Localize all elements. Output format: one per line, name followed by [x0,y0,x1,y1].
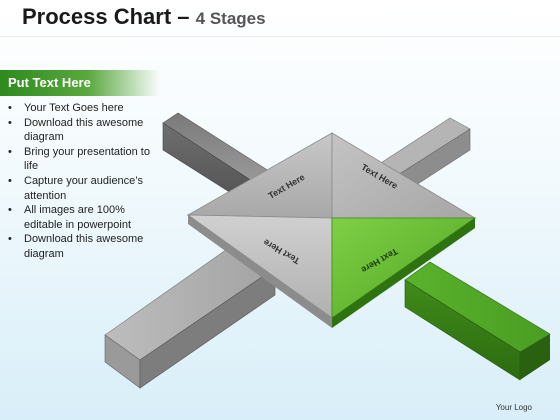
title-main: Process Chart [22,4,172,29]
arm-front-left [104,239,276,389]
title-sub: 4 Stages [195,9,266,28]
bullet-item: All images are 100% editable in powerpoi… [6,203,166,232]
bullet-list: Your Text Goes here Download this awesom… [6,101,166,262]
page-title: Process Chart – 4 Stages [22,4,266,30]
logo-text: Your Logo [495,403,532,412]
sidebar-header: Put Text Here [0,70,160,96]
bullet-item: Bring your presentation to life [6,145,166,174]
bullet-item: Your Text Goes here [6,101,166,116]
header-divider [0,36,560,37]
title-dash: – [171,4,196,29]
bullet-item: Download this awesome diagram [6,232,166,261]
sidebar-header-label: Put Text Here [8,75,91,90]
bullet-item: Capture your audience’s attention [6,174,166,203]
bullet-item: Download this awesome diagram [6,116,166,145]
arm-front-right [404,261,551,381]
center-pyramid [186,132,477,328]
